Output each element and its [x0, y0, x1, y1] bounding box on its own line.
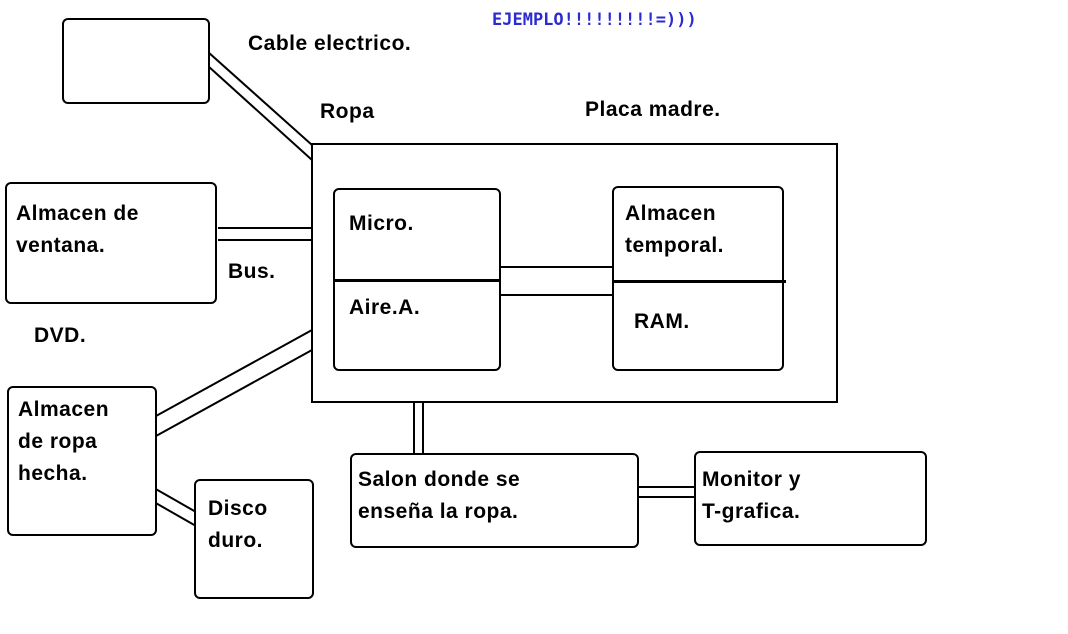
connector-cable-a	[207, 51, 313, 146]
diagram-title: EJEMPLO!!!!!!!!!=)))	[492, 10, 697, 30]
label-almacen-ropa: Almacen de ropa hecha.	[18, 398, 110, 485]
label-bus: Bus.	[228, 260, 276, 283]
label-disco-duro: Disco duro.	[208, 497, 268, 552]
box-almacen-ventana	[5, 182, 217, 304]
box-disco-duro	[194, 479, 314, 599]
empty-box	[62, 18, 210, 104]
connector-cable-b	[207, 65, 313, 161]
connector-ropa-b	[155, 349, 313, 437]
label-almacen-ventana: Almacen de ventana.	[16, 202, 139, 257]
label-monitor: Monitor y T-grafica.	[702, 468, 801, 523]
box-ram	[612, 186, 784, 371]
label-aire: Aire.A.	[349, 296, 421, 319]
label-ropa: Ropa	[320, 100, 375, 123]
connector-ropa-a	[155, 329, 313, 417]
ram-divider	[612, 280, 786, 283]
box-almacen-ropa	[7, 386, 157, 536]
label-placa-madre: Placa madre.	[585, 98, 721, 121]
box-monitor	[694, 451, 927, 546]
box-salon	[350, 453, 639, 548]
connector-disco-b	[153, 501, 197, 527]
label-salon: Salon donde se enseña la ropa.	[358, 468, 521, 523]
label-micro: Micro.	[349, 212, 414, 235]
label-dvd: DVD.	[34, 324, 87, 347]
connector-disco-a	[153, 487, 197, 513]
label-cable-electrico: Cable electrico.	[248, 32, 412, 55]
label-ram: RAM.	[634, 310, 690, 333]
micro-divider	[333, 279, 501, 282]
label-almacen-temporal: Almacen temporal.	[625, 202, 725, 257]
box-placa-madre	[311, 143, 838, 403]
